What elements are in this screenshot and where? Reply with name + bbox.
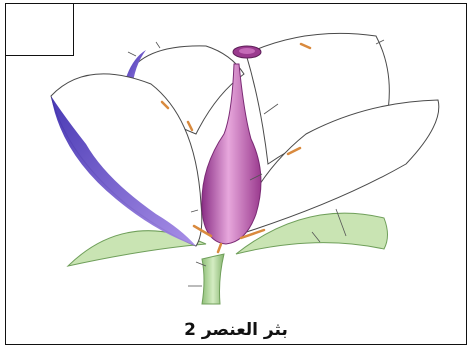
- figure-frame: بثر العنصر 2: [5, 3, 467, 345]
- flower-illustration: [6, 4, 468, 346]
- stem: [202, 254, 224, 304]
- figure-caption: بثر العنصر 2: [6, 320, 466, 340]
